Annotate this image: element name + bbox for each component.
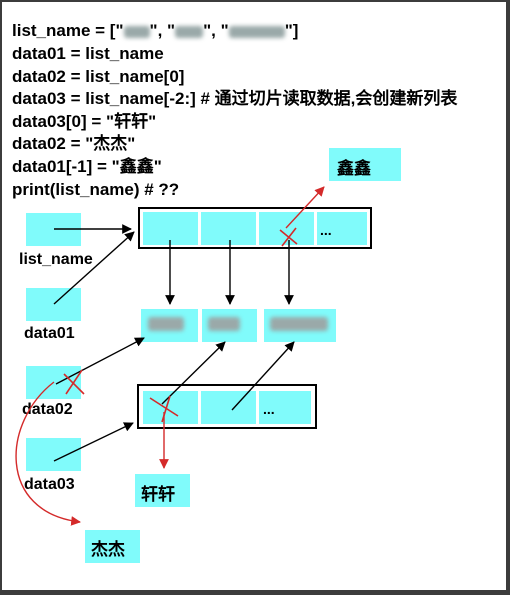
value-xinxin: 鑫鑫	[337, 159, 371, 179]
redacted-element-1	[208, 317, 240, 331]
ellipsis-text-1: ...	[320, 222, 332, 238]
list-slot-0	[143, 212, 198, 245]
cross-slot2-b	[281, 227, 297, 247]
cross-slice0-a	[149, 397, 179, 417]
ellipsis-text-2: ...	[263, 401, 275, 417]
code-line-6: data02 = "杰杰"	[12, 134, 136, 153]
label-list-name: list_name	[19, 251, 93, 268]
code-line-3: data02 = list_name[0]	[12, 67, 185, 86]
arrow-data01-to-list	[53, 231, 135, 305]
arrow-slice1-to-element2	[231, 341, 295, 411]
code-line-1-part-a: list_name = ["	[12, 21, 124, 40]
list-slot-1	[201, 212, 256, 245]
code-line-1-part-d: "]	[284, 21, 299, 40]
diagram-canvas: list_name = [" ", " ", " "] data01 = list_n…	[2, 2, 506, 590]
code-line-8: print(list_name) # ??	[12, 180, 180, 199]
code-line-5: data03[0] = "轩轩"	[12, 112, 157, 131]
list-slot-ellipsis	[317, 212, 367, 245]
arrow-slot2-to-xinxin	[285, 186, 325, 229]
code-line-1: list_name = [" ", " ", " "]	[12, 20, 298, 41]
variable-box-data01	[26, 288, 81, 321]
code-line-4: data03 = list_name[-2:] # 通过切片读取数据,会创建新列…	[12, 89, 458, 108]
slice-list-frame	[137, 384, 317, 429]
value-box-jiejie	[85, 530, 140, 563]
value-box-xuanxuan	[135, 474, 190, 507]
slice-slot-ellipsis	[259, 391, 311, 424]
value-box-xinxin	[329, 148, 401, 181]
cross-data02-a	[63, 373, 85, 395]
cross-data02-b	[65, 369, 83, 395]
redacted-element-0	[148, 317, 184, 331]
arrow-data02-to-jiejie	[15, 381, 81, 526]
redacted-text	[175, 25, 204, 38]
redacted-element-2	[270, 317, 328, 331]
code-line-2: data01 = list_name	[12, 44, 164, 63]
code-line-1-part-b: ", "	[149, 21, 176, 40]
redacted-text	[123, 25, 150, 38]
arrow-data03-to-slice	[53, 422, 134, 462]
list-object-frame	[138, 207, 372, 249]
arrow-slice0-to-element1	[161, 341, 226, 405]
label-data01: data01	[24, 325, 75, 342]
label-data03: data03	[24, 476, 75, 493]
value-xuanxuan: 轩轩	[141, 485, 175, 505]
code-line-1-part-c: ", "	[203, 21, 229, 40]
slice-slot-1	[201, 391, 256, 424]
value-jiejie: 杰杰	[91, 540, 125, 560]
redacted-text	[228, 25, 285, 38]
arrows-layer	[15, 186, 325, 526]
label-data02: data02	[22, 401, 73, 418]
variable-box-data03	[26, 438, 81, 471]
code-line-7: data01[-1] = "鑫鑫"	[12, 157, 162, 176]
arrow-data02-to-element0	[55, 337, 145, 385]
